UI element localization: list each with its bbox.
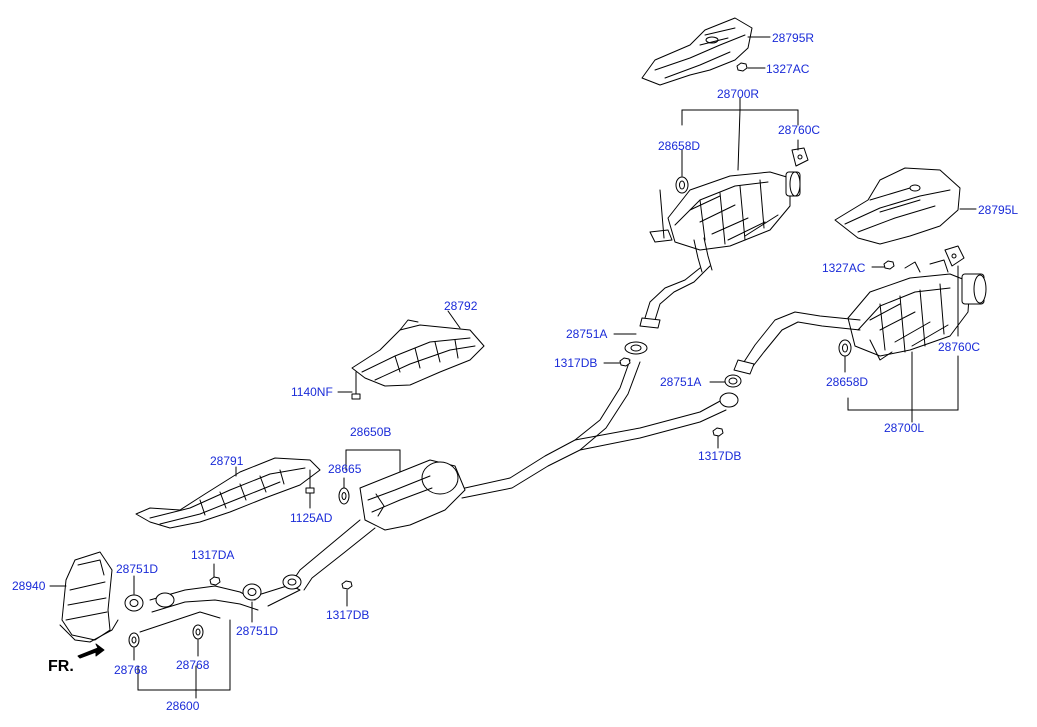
label-28751a-mid[interactable]: 28751A <box>660 375 702 389</box>
gasket-28751d-right <box>242 583 262 623</box>
label-28768-left[interactable]: 28768 <box>114 663 148 677</box>
front-marker: FR. <box>48 658 74 675</box>
hanger-28768-left <box>128 632 140 661</box>
label-1317db-left[interactable]: 1317DB <box>554 356 598 370</box>
hanger-28658d-top <box>675 149 689 194</box>
label-28600[interactable]: 28600 <box>166 699 200 713</box>
label-28700r[interactable]: 28700R <box>717 87 760 101</box>
nut-1317da <box>209 563 221 586</box>
label-28700l[interactable]: 28700L <box>884 421 925 435</box>
label-28792[interactable]: 28792 <box>444 299 478 313</box>
heat-shield-28795l <box>834 167 977 245</box>
label-28760c-top[interactable]: 28760C <box>778 123 821 137</box>
label-28650b[interactable]: 28650B <box>350 425 392 439</box>
flange-28751a-mid <box>709 374 742 408</box>
label-28760c-right[interactable]: 28760C <box>938 340 981 354</box>
label-28791[interactable]: 28791 <box>210 454 244 468</box>
label-1140nf[interactable]: 1140NF <box>291 385 333 399</box>
gasket-28751d-left <box>124 575 144 612</box>
label-28751a-left[interactable]: 28751A <box>566 327 608 341</box>
nut-1317db-left <box>603 357 631 367</box>
label-1317db-bottom[interactable]: 1317DB <box>326 608 370 622</box>
heat-shield-28791 <box>135 457 321 529</box>
label-28795l[interactable]: 28795L <box>978 203 1019 217</box>
label-28658d-right[interactable]: 28658D <box>826 375 869 389</box>
nut-1317db-bottom <box>341 580 353 607</box>
catalytic-converter-28940 <box>49 551 119 643</box>
rear-muffler-28700l <box>847 259 987 423</box>
front-arrow-icon <box>77 643 105 659</box>
label-28940[interactable]: 28940 <box>12 579 46 593</box>
flange-front-center <box>282 574 302 590</box>
hanger-28760c-right <box>944 245 965 337</box>
center-muffler-28650b <box>289 359 727 591</box>
hanger-28760c-top <box>791 139 809 167</box>
label-28751d-right[interactable]: 28751D <box>236 624 279 638</box>
rear-pipe-right-upper <box>644 267 701 319</box>
label-1125ad[interactable]: 1125AD <box>290 511 333 525</box>
heat-shield-28792 <box>351 310 485 387</box>
heat-shield-28795r <box>641 17 771 86</box>
hanger-28768-right <box>192 624 204 657</box>
label-28795r[interactable]: 28795R <box>772 31 815 45</box>
label-28768-right[interactable]: 28768 <box>176 658 210 672</box>
hanger-28658d-right <box>838 339 852 373</box>
front-pipe-28600 <box>137 584 301 699</box>
nut-1327ac-top <box>736 62 766 72</box>
label-1317da[interactable]: 1317DA <box>191 548 235 562</box>
bolt-1125ad <box>305 469 315 509</box>
label-28658d-top[interactable]: 28658D <box>658 139 701 153</box>
rear-pipe-left-upper <box>741 311 861 366</box>
label-1317db-mid[interactable]: 1317DB <box>698 449 742 463</box>
rear-muffler-28700r <box>649 97 801 273</box>
label-1327ac-top[interactable]: 1327AC <box>766 62 810 76</box>
nut-1327ac-mid <box>871 260 895 270</box>
nut-1317db-mid <box>712 427 724 449</box>
label-1327ac-mid[interactable]: 1327AC <box>822 261 866 275</box>
flange-28751a-left <box>613 333 648 355</box>
label-28751d-left[interactable]: 28751D <box>116 562 159 576</box>
bolt-1140nf <box>337 371 361 400</box>
label-28665[interactable]: 28665 <box>328 462 362 476</box>
hanger-28665 <box>338 477 350 505</box>
